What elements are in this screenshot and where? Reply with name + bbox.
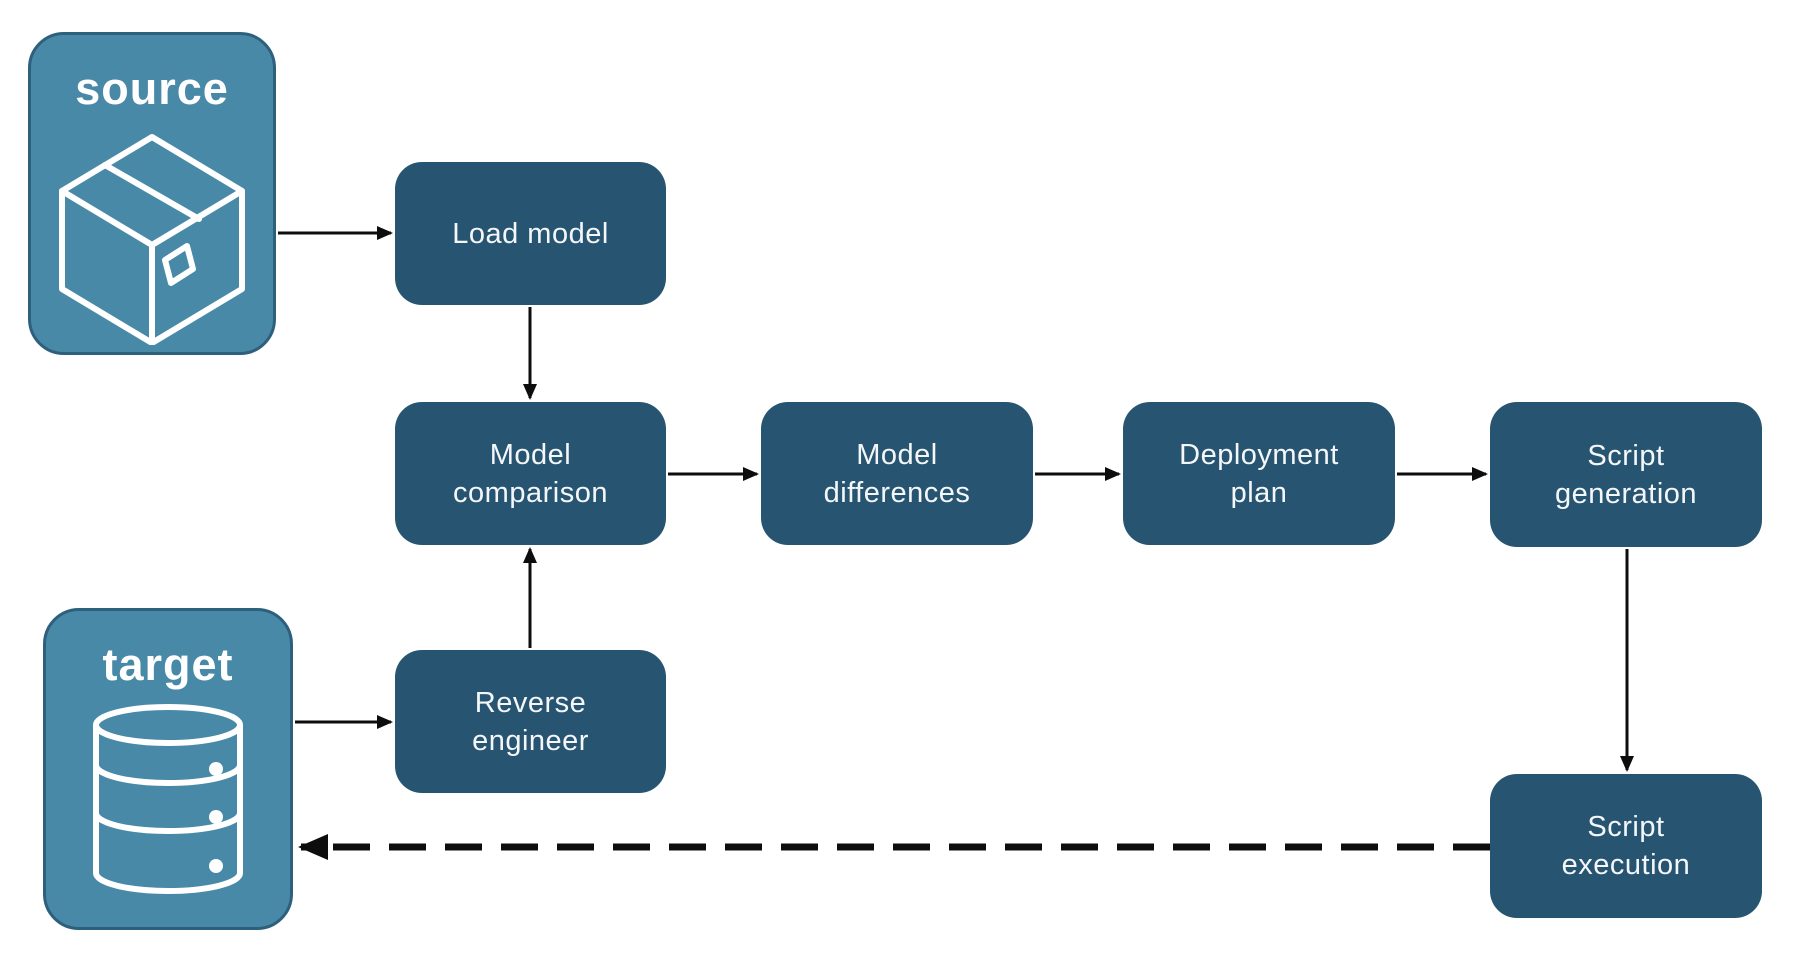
node-deployment-plan-label: Deployment plan — [1179, 438, 1339, 509]
node-model-comparison: Model comparison — [395, 402, 666, 545]
endpoint-source-label: source — [75, 63, 229, 114]
node-model-comparison-label: Model comparison — [453, 438, 608, 509]
database-icon — [93, 704, 243, 894]
node-load-model-label: Load model — [452, 217, 609, 250]
node-load-model: Load model — [395, 162, 666, 305]
node-reverse-engineer-label: Reverse engineer — [472, 686, 589, 757]
node-script-generation: Script generation — [1490, 402, 1762, 547]
endpoint-source: source — [28, 32, 276, 355]
node-deployment-plan: Deployment plan — [1123, 402, 1395, 545]
node-model-differences-label: Model differences — [823, 438, 971, 509]
package-icon — [59, 134, 245, 345]
node-reverse-engineer: Reverse engineer — [395, 650, 666, 793]
node-script-execution: Script execution — [1490, 774, 1762, 918]
node-model-differences: Model differences — [761, 402, 1033, 545]
node-script-execution-label: Script execution — [1561, 811, 1691, 881]
node-script-generation-label: Script generation — [1554, 439, 1698, 510]
endpoint-target: target — [43, 608, 293, 930]
endpoint-target-label: target — [102, 639, 234, 690]
